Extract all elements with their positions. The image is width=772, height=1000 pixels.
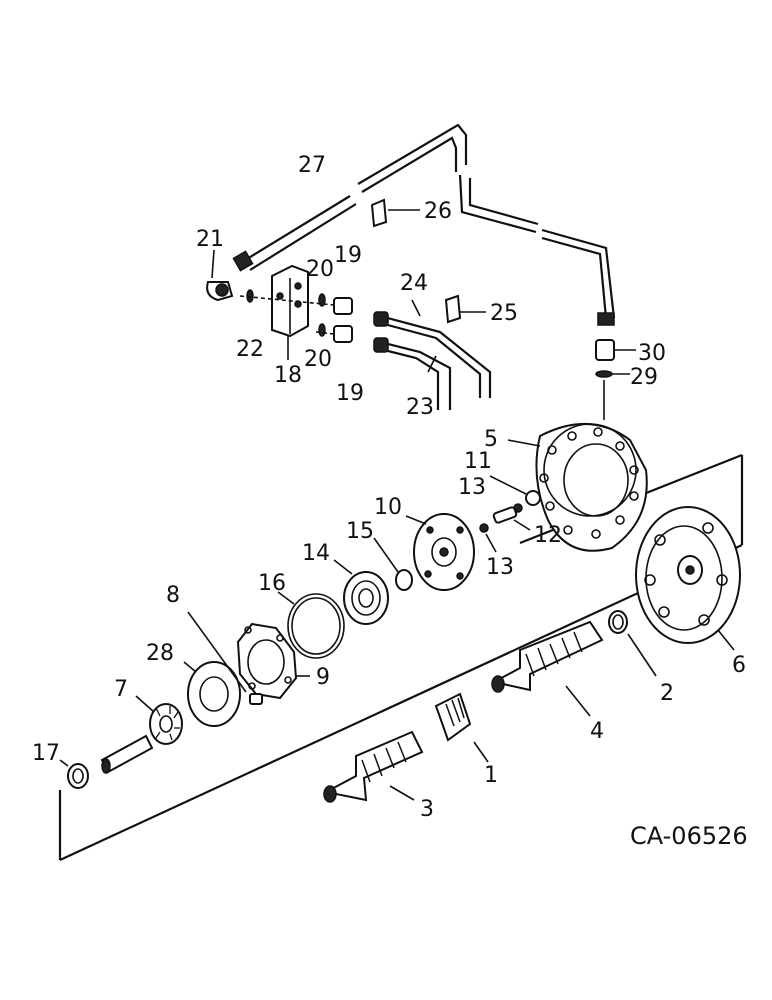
callout-30: 30 (638, 341, 666, 366)
plate-10 (405, 513, 475, 591)
seal-28 (183, 611, 247, 727)
callout-21: 21 (196, 227, 224, 252)
tube-27 (232, 123, 468, 272)
callout-3: 3 (420, 797, 434, 822)
callout-28: 28 (146, 641, 174, 666)
callout-20b: 20 (304, 347, 332, 372)
o-ring-16 (277, 591, 345, 659)
callout-23: 23 (406, 395, 434, 420)
callout-2: 2 (660, 681, 674, 706)
callout-25: 25 (490, 301, 518, 326)
snap-ring-17 (59, 759, 89, 789)
clip-26 (370, 198, 420, 228)
callout-4: 4 (590, 719, 604, 744)
callout-1: 1 (484, 763, 498, 788)
callout-19b: 19 (336, 381, 364, 406)
pin-shaft (100, 734, 154, 774)
gear-1 (434, 692, 489, 763)
bearing-14 (333, 559, 389, 625)
callout-26: 26 (424, 199, 452, 224)
callout-6: 6 (732, 653, 746, 678)
callout-19a: 19 (334, 243, 362, 268)
fittings-19-20-22 (239, 289, 353, 343)
callout-15: 15 (346, 519, 374, 544)
callout-20a: 20 (306, 257, 334, 282)
shaft-3 (323, 730, 424, 803)
gear-7 (135, 695, 183, 745)
drawing-code: CA-06526 (630, 822, 748, 850)
callout-5: 5 (484, 427, 498, 452)
callout-18: 18 (274, 363, 302, 388)
bushing-2 (608, 610, 657, 677)
callout-12: 12 (534, 523, 562, 548)
shaft-4 (491, 620, 604, 717)
callout-11: 11 (464, 449, 492, 474)
housing-5 (507, 422, 648, 552)
clip-25 (444, 294, 486, 324)
seal-15 (373, 537, 413, 591)
relief-valve-parts-11-12-13 (479, 475, 541, 553)
callout-9: 9 (316, 665, 330, 690)
callout-16: 16 (258, 571, 286, 596)
callout-27: 27 (298, 153, 326, 178)
tubes-23-24 (373, 299, 492, 410)
callout-14: 14 (302, 541, 330, 566)
callout-24: 24 (400, 271, 428, 296)
fitting-30-washer-29 (595, 339, 636, 420)
tube-return (458, 174, 616, 326)
cover-6 (635, 506, 741, 651)
callout-7: 7 (114, 677, 128, 702)
housing-5-bolt-holes (539, 427, 639, 539)
callout-29: 29 (630, 365, 658, 390)
elbow-21 (206, 249, 234, 302)
callouts: 1 2 3 4 5 6 7 8 9 10 11 12 13 13 14 15 1… (32, 153, 746, 822)
callout-13a: 13 (458, 475, 486, 500)
callout-13b: 13 (486, 555, 514, 580)
callout-10: 10 (374, 495, 402, 520)
valve-block-18 (271, 264, 309, 360)
callout-22: 22 (236, 337, 264, 362)
flange-9 (236, 622, 310, 705)
callout-17: 17 (32, 741, 60, 766)
callout-8: 8 (166, 583, 180, 608)
